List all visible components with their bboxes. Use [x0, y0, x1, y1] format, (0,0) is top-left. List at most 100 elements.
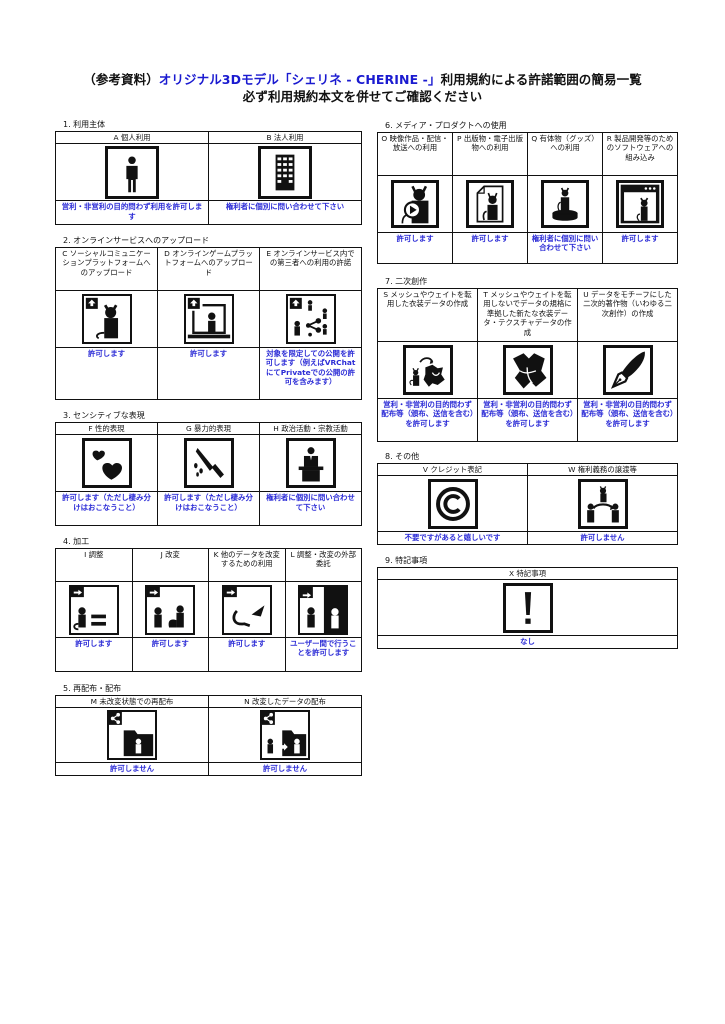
item-answer: なし — [377, 635, 678, 649]
item-header: P 出版物・電子出版物への利用 — [452, 132, 528, 176]
item-header: K 他のデータを改変するための利用 — [208, 548, 286, 582]
section-media-product: 6. メディア・プロダクトへの使用 O 映像作品・配信・放送への利用 P 出版物… — [377, 120, 678, 264]
podium-icon — [285, 438, 336, 489]
section-label: 9. 特記事項 — [385, 556, 428, 565]
item-header: R 製品開発等のためのソフトウェアへの組み込み — [602, 132, 678, 176]
item-answer: 権利者に個別に問い合わせて下さい — [208, 200, 362, 226]
section-sensitive-expression: 3. センシティブな表現 F 性的表現 G 暴力的表現 H 政治活動・宗教活動 … — [55, 410, 362, 527]
item-header: J 改変 — [131, 548, 209, 582]
section-online-upload: 2. オンラインサービスへのアップロード C ソーシャルコミュニケーションプラッ… — [55, 235, 362, 400]
item-answer: 不要ですがあると嬉しいです — [377, 531, 528, 545]
section-label: 7. 二次創作 — [385, 277, 428, 286]
pen-nib-icon — [602, 345, 653, 395]
item-answer: 営利・非営利の目的問わず利用を許可します — [55, 200, 209, 226]
section-derivative-works: 7. 二次創作 S メッシュやウェイトを転用した衣装データの作成 T メッシュや… — [377, 276, 678, 442]
item-header: V クレジット表記 — [377, 462, 528, 477]
mesh-clothing-icon — [402, 345, 453, 395]
title-suffix: 利用規約による許諾範囲の簡易一覧 — [440, 72, 642, 87]
adjust-equal-icon — [68, 584, 119, 635]
exclamation-icon — [502, 582, 553, 633]
permission-table: I 調整 J 改変 K 他のデータを改変するための利用 L 調整・改変の外部委託… — [55, 548, 362, 672]
item-answer: ユーザー間で行うことを許可します — [284, 637, 362, 672]
building-icon — [258, 145, 312, 199]
figure-goods-icon — [541, 180, 589, 228]
copyright-icon — [427, 478, 478, 529]
outsource-icon — [298, 584, 349, 635]
item-answer: 許可します — [208, 637, 286, 672]
permission-table: M 未改変状態での再配布 N 改変したデータの配布 許可しません 許可しません — [55, 694, 362, 777]
item-header: T メッシュやウェイトを転用しないでデータの規格に準拠した新たな衣装データ・テク… — [477, 288, 578, 342]
section-label: 2. オンラインサービスへのアップロード — [63, 236, 210, 245]
item-header: X 特記事項 — [377, 566, 678, 581]
item-header: C ソーシャルコミュニケーションプラットフォームへのアップロード — [55, 247, 158, 291]
section-redistribution: 5. 再配布・配布 M 未改変状態での再配布 N 改変したデータの配布 許可しま… — [55, 683, 362, 777]
item-header: L 調整・改変の外部委託 — [284, 548, 362, 582]
item-header: B 法人利用 — [208, 130, 362, 145]
item-header: D オンラインゲームプラットフォームへのアップロード — [157, 247, 260, 291]
item-header: M 未改変状態での再配布 — [55, 694, 209, 709]
item-header: U データをモチーフにした二次的著作物（いわゆる二次創作）の作成 — [577, 288, 678, 342]
item-answer: 許可します — [377, 232, 453, 264]
modify-avatar-icon — [145, 584, 196, 635]
item-header: A 個人利用 — [55, 130, 209, 145]
item-header: O 映像作品・配信・放送への利用 — [377, 132, 453, 176]
section-label: 8. その他 — [385, 452, 420, 461]
document-subtitle: 必ず利用規約本文を併せてご確認ください — [242, 89, 483, 104]
item-header: H 政治活動・宗教活動 — [259, 421, 362, 436]
model-name: オリジナル3Dモデル「シェリネ - CHERINE -」 — [158, 72, 441, 87]
item-answer: 権利者に個別に問い合わせて下さい — [527, 232, 603, 264]
item-answer: 対象を限定しての公開を許可します（例えばVRChatにてPrivateでの公開の… — [259, 347, 362, 400]
item-answer: 許可します — [157, 347, 260, 400]
item-answer: 許可しません — [208, 762, 362, 777]
item-answer: 許可します — [131, 637, 209, 672]
item-answer: 許可しません — [55, 762, 209, 777]
item-answer: 営利・非営利の目的問わず配布等（頒布、送信を含む）を許可します — [477, 398, 578, 442]
document-avatar-icon — [466, 180, 514, 228]
transfer-rights-icon — [577, 478, 628, 529]
permission-table: A 個人利用 B 法人利用 営利・非営利の目的問わず利用を許可します 権利者に個… — [55, 130, 362, 226]
item-header: Q 有体物（グッズ）への利用 — [527, 132, 603, 176]
item-answer: 許可しません — [527, 531, 678, 545]
item-answer: 許可します — [602, 232, 678, 264]
item-header: I 調整 — [55, 548, 133, 582]
section-label: 3. センシティブな表現 — [63, 411, 145, 420]
share-modified-icon — [260, 710, 310, 761]
item-answer: 許可します — [452, 232, 528, 264]
permission-table: C ソーシャルコミュニケーションプラットフォームへのアップロード D オンライン… — [55, 247, 362, 400]
parts-reuse-icon — [221, 584, 272, 635]
permission-table: F 性的表現 G 暴力的表現 H 政治活動・宗教活動 許可します（ただし棲み分け… — [55, 421, 362, 527]
hearts-icon — [81, 438, 132, 489]
item-header: N 改変したデータの配布 — [208, 694, 362, 709]
section-other: 8. その他 V クレジット表記 W 権利義務の譲渡等 不要ですがあると嬉しいで… — [377, 451, 678, 545]
permission-table: O 映像作品・配信・放送への利用 P 出版物・電子出版物への利用 Q 有体物（グ… — [377, 132, 678, 264]
title-prefix: （参考資料） — [83, 72, 159, 87]
item-answer: 許可します — [55, 637, 133, 672]
document-title: （参考資料）オリジナル3Dモデル「シェリネ - CHERINE -」利用規約によ… — [0, 69, 725, 88]
upload-avatar-icon — [81, 294, 132, 344]
section-special-notes: 9. 特記事項 X 特記事項 なし — [377, 555, 678, 649]
section-usage-subject: 1. 利用主体 A 個人利用 B 法人利用 営利・非営利の目的問わず利用を許可し… — [55, 119, 362, 226]
permission-table: V クレジット表記 W 権利義務の譲渡等 不要ですがあると嬉しいです 許可しませ… — [377, 462, 678, 545]
item-header: W 権利義務の譲渡等 — [527, 462, 678, 477]
person-icon — [105, 145, 159, 199]
item-answer: 許可します（ただし棲み分けはおこなうこと） — [55, 491, 158, 527]
item-header: F 性的表現 — [55, 421, 158, 436]
video-play-icon — [391, 180, 439, 228]
section-label: 4. 加工 — [63, 537, 90, 546]
item-answer: 営利・非営利の目的問わず配布等（頒布、送信を含む）を許可します — [577, 398, 678, 442]
item-header: S メッシュやウェイトを転用した衣装データの作成 — [377, 288, 478, 342]
item-answer: 許可します（ただし棲み分けはおこなうこと） — [157, 491, 260, 527]
section-label: 1. 利用主体 — [63, 120, 106, 129]
permission-table: S メッシュやウェイトを転用した衣装データの作成 T メッシュやウェイトを転用し… — [377, 288, 678, 442]
knife-icon — [183, 438, 234, 489]
item-answer: 権利者に個別に問い合わせて下さい — [259, 491, 362, 527]
permission-table: X 特記事項 なし — [377, 566, 678, 649]
software-window-icon — [616, 180, 664, 228]
item-header: G 暴力的表現 — [157, 421, 260, 436]
clothing-icon — [502, 345, 553, 395]
item-header: E オンラインサービス内での第三者への利用の許諾 — [259, 247, 362, 291]
share-folder-icon — [107, 710, 157, 761]
item-answer: 営利・非営利の目的問わず配布等（頒布、送信を含む）を許可します — [377, 398, 478, 442]
section-label: 5. 再配布・配布 — [63, 684, 122, 693]
section-processing: 4. 加工 I 調整 J 改変 K 他のデータを改変するための利用 L 調整・改… — [55, 536, 362, 672]
